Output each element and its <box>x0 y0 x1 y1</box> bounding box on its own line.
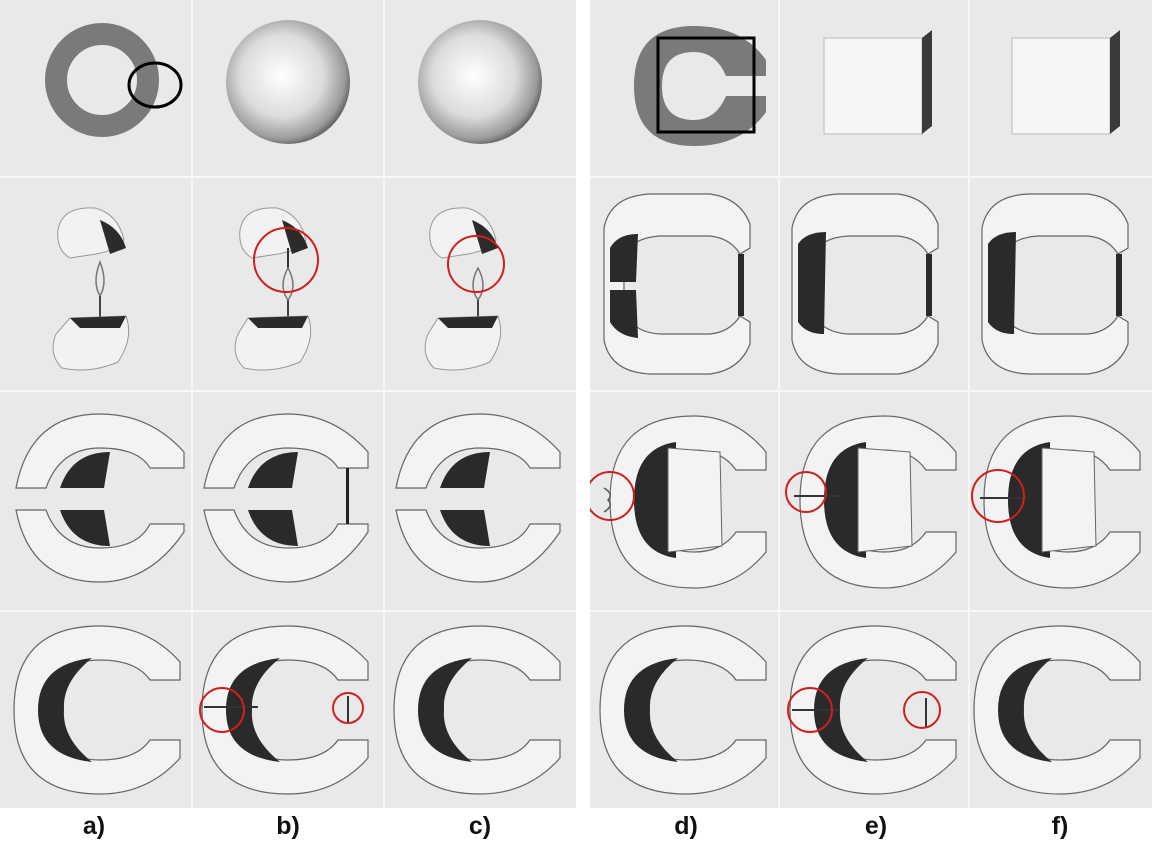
gray-ring-with-box <box>634 26 766 146</box>
cell-f-row4 <box>970 612 1152 808</box>
grid-divider <box>590 610 1152 612</box>
split-blobs <box>52 207 130 371</box>
grid-divider <box>191 0 193 808</box>
column-label-e: e) <box>864 812 888 840</box>
c-ring-highlighted <box>199 625 369 795</box>
right-panel <box>590 0 1152 808</box>
highlight-circle <box>590 471 635 521</box>
c-ring-highlighted <box>785 415 957 589</box>
wide-c-shape <box>791 193 939 375</box>
shaded-sphere <box>226 20 350 144</box>
split-c-ring-bridged <box>203 413 369 583</box>
highlight-circle <box>787 687 833 733</box>
grid-divider <box>590 390 1152 392</box>
cell-b-row2 <box>192 178 384 390</box>
c-ring <box>393 625 561 795</box>
cell-d-row3 <box>590 392 778 610</box>
gray-ring-with-ellipse <box>45 23 183 137</box>
c-ring-highlighted <box>971 415 1141 589</box>
highlight-circle <box>903 691 941 729</box>
cell-b-row1 <box>192 0 384 176</box>
grid-divider <box>0 176 576 178</box>
cell-c-row3 <box>384 392 576 610</box>
cell-d-row4 <box>590 612 778 808</box>
cell-d-row2 <box>590 178 778 390</box>
grid-divider <box>590 176 1152 178</box>
grid-divider <box>968 0 970 808</box>
column-label-f: f) <box>1051 812 1069 840</box>
cube <box>1011 30 1120 135</box>
wide-c-shape <box>603 193 751 375</box>
cell-a-row2 <box>0 178 192 390</box>
grid-divider <box>383 0 385 808</box>
cell-a-row1 <box>0 0 192 176</box>
split-blobs-highlighted <box>234 207 319 371</box>
column-label-a: a) <box>82 812 106 840</box>
cell-a-row3 <box>0 392 192 610</box>
cell-b-row4 <box>192 612 384 808</box>
highlight-circle <box>199 687 245 733</box>
highlight-circle <box>253 227 319 293</box>
column-label-b: b) <box>276 812 300 840</box>
cell-e-row1 <box>780 0 968 176</box>
cell-c-row1 <box>384 0 576 176</box>
cell-b-row3 <box>192 392 384 610</box>
cell-f-row2 <box>970 178 1152 390</box>
shaded-sphere <box>418 20 542 144</box>
split-c-ring <box>395 413 561 583</box>
wide-c-shape <box>981 193 1129 375</box>
split-blobs-highlighted <box>424 207 505 371</box>
c-ring-highlighted <box>590 415 767 589</box>
cell-f-row3 <box>970 392 1152 610</box>
cell-e-row4 <box>780 612 968 808</box>
cell-a-row4 <box>0 612 192 808</box>
c-ring-highlighted <box>787 625 957 795</box>
cell-c-row4 <box>384 612 576 808</box>
highlight-circle <box>971 469 1025 523</box>
left-panel <box>0 0 576 808</box>
grid-divider <box>0 390 576 392</box>
cell-d-row1 <box>590 0 778 176</box>
cell-e-row2 <box>780 178 968 390</box>
cell-c-row2 <box>384 178 576 390</box>
split-c-ring <box>15 413 185 583</box>
highlight-circle <box>447 235 505 293</box>
c-ring <box>599 625 767 795</box>
c-ring <box>13 625 181 795</box>
highlight-circle <box>785 471 827 513</box>
cube <box>823 30 932 135</box>
column-label-c: c) <box>468 812 492 840</box>
cell-e-row3 <box>780 392 968 610</box>
cell-f-row1 <box>970 0 1152 176</box>
c-ring <box>973 625 1141 795</box>
column-label-d: d) <box>674 812 698 840</box>
grid-divider <box>778 0 780 808</box>
grid-divider <box>0 610 576 612</box>
highlight-circle <box>332 692 364 724</box>
